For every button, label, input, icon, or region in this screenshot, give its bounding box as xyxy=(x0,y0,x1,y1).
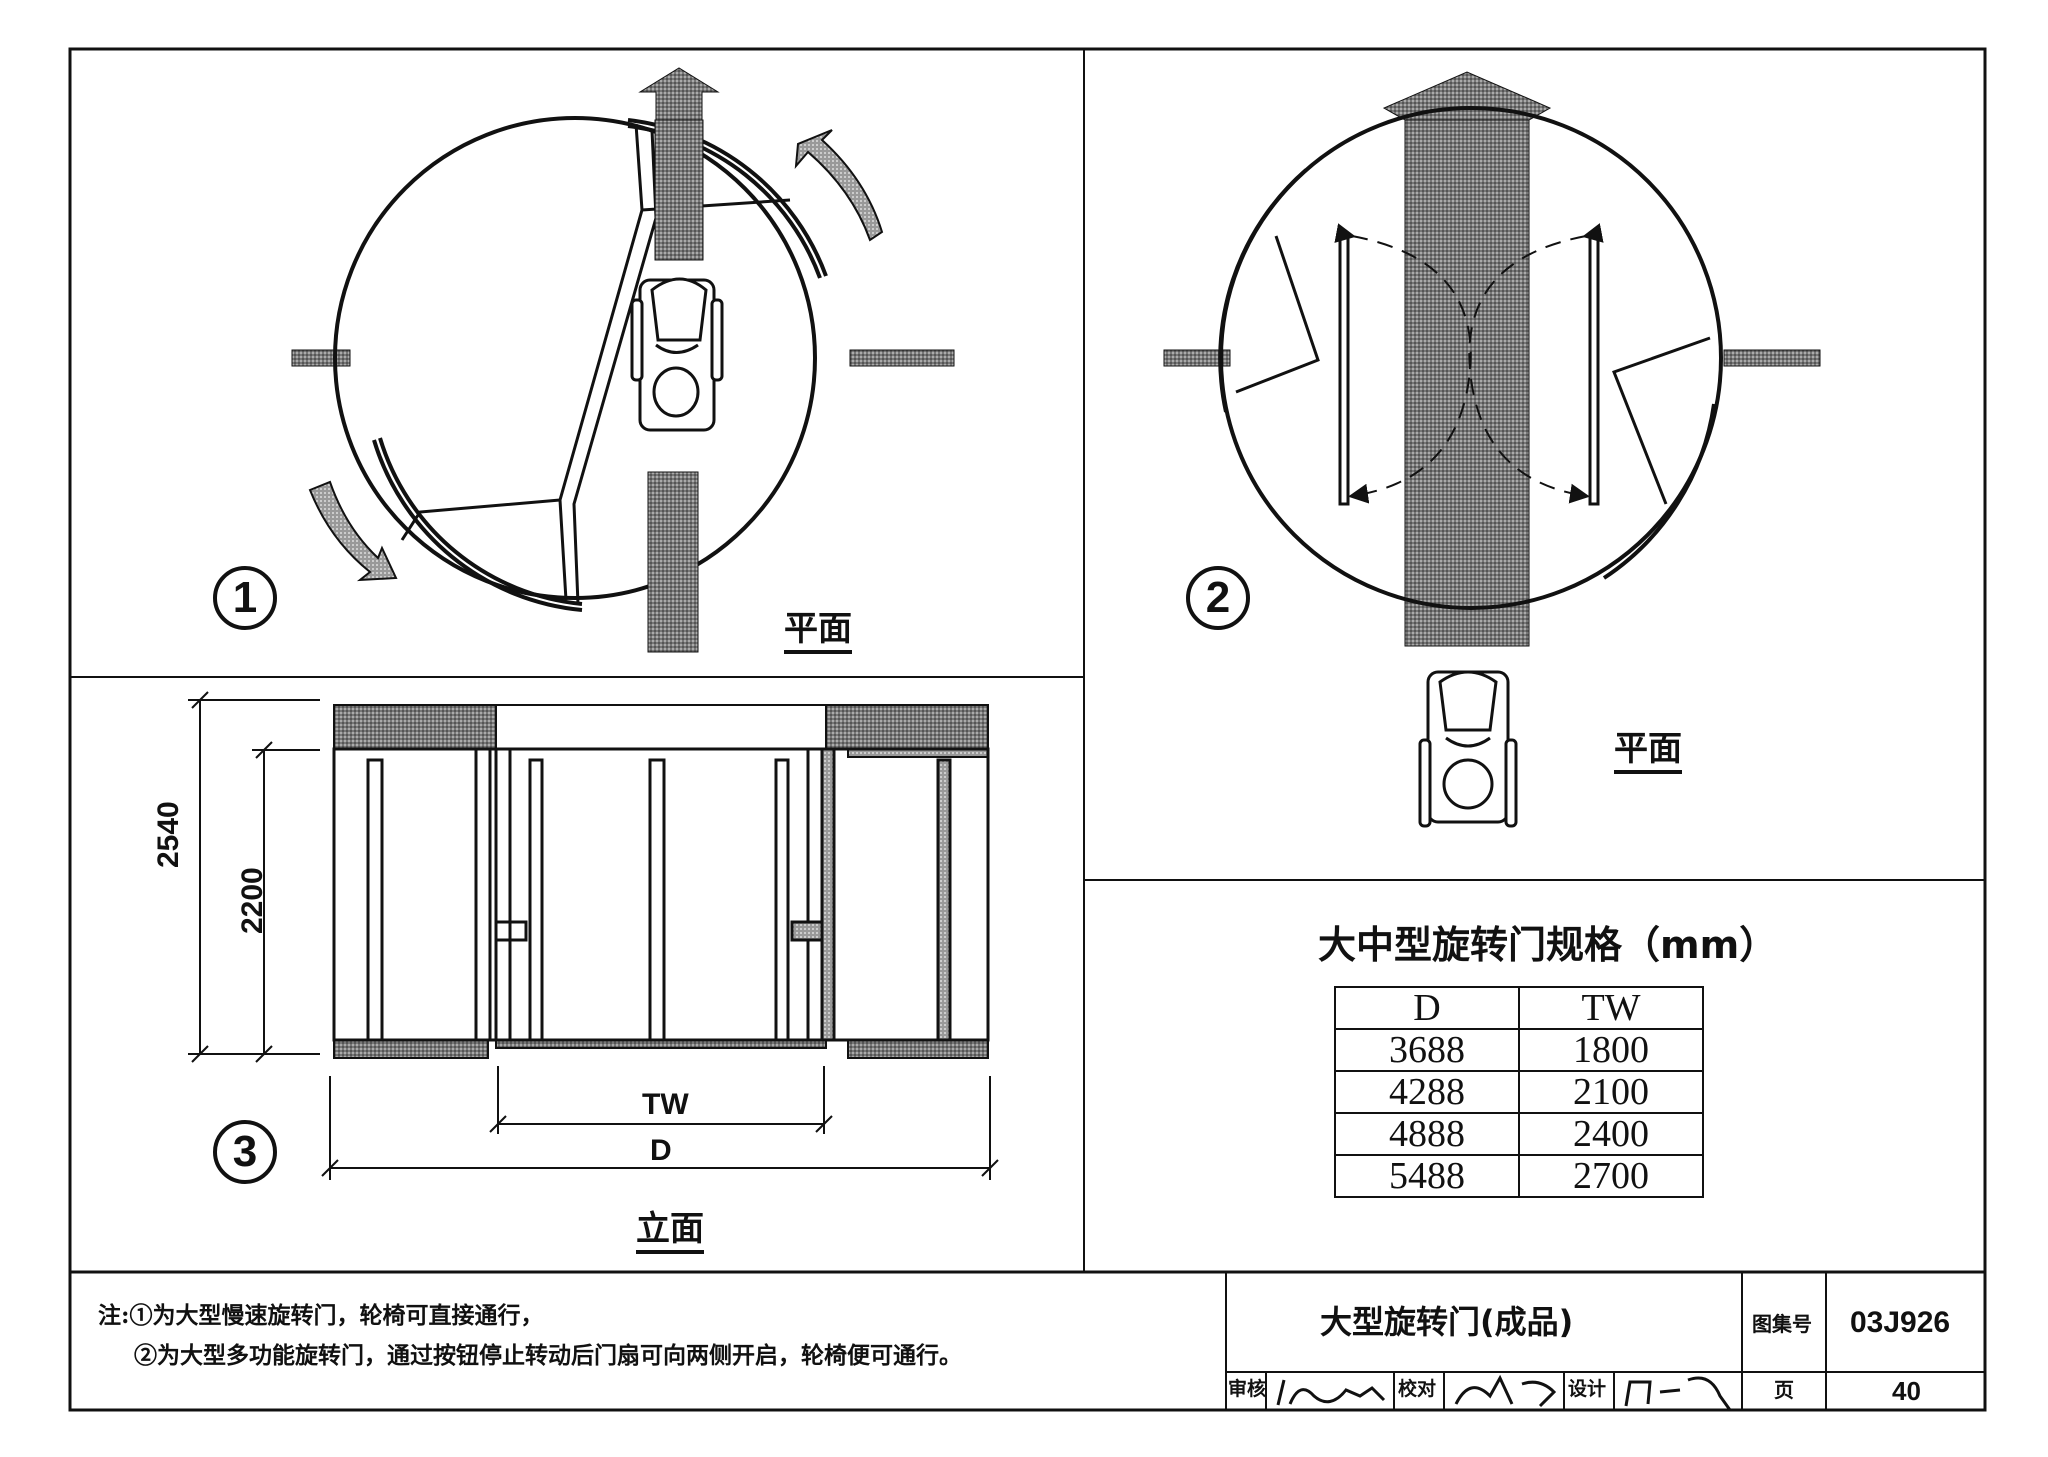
cell-tw: 1800 xyxy=(1518,1028,1704,1072)
signature-scribbles xyxy=(1276,1374,1732,1411)
swing-arcs xyxy=(1334,223,1604,504)
table-row: 5488 2700 xyxy=(1334,1154,1704,1198)
dimension-d: D xyxy=(650,1134,672,1167)
header-and-base xyxy=(333,704,989,1059)
dimension-2200: 2200 xyxy=(236,867,269,934)
cell-d: 4888 xyxy=(1334,1112,1520,1156)
plan-label-2: 平面 xyxy=(1614,732,1682,774)
door-wings xyxy=(400,123,791,605)
page-number: 40 xyxy=(1892,1376,1921,1406)
wheelchair-icon xyxy=(630,277,724,432)
passage-path xyxy=(638,67,720,653)
door-drum xyxy=(333,116,817,600)
table-row: 4888 2400 xyxy=(1334,1112,1704,1156)
header-d: D xyxy=(1334,986,1520,1030)
table-header-row: D TW xyxy=(1334,986,1704,1030)
cell-tw: 2700 xyxy=(1518,1154,1704,1198)
drawing-title: 大型旋转门(成品) xyxy=(1320,1303,1574,1341)
cell-d: 3688 xyxy=(1334,1028,1520,1072)
header-tw: TW xyxy=(1518,986,1704,1030)
plan-label-1: 平面 xyxy=(784,612,852,654)
door-wings xyxy=(1235,235,1711,505)
spec-table: D TW 3688 1800 4288 2100 4888 2400 5488 … xyxy=(1334,986,1704,1198)
walls xyxy=(291,349,955,367)
cell-d: 4288 xyxy=(1334,1070,1520,1114)
check-label: 校对 xyxy=(1398,1378,1437,1400)
page-label: 页 xyxy=(1774,1378,1794,1402)
walls xyxy=(1163,349,1821,367)
cell-tw: 2400 xyxy=(1518,1112,1704,1156)
note-line-1: 注:①为大型慢速旋转门，轮椅可直接通行， xyxy=(98,1302,544,1329)
rotation-arrows xyxy=(308,129,884,582)
review-label: 审核 xyxy=(1228,1378,1267,1400)
revolving-door-elevation xyxy=(188,691,999,1180)
dimension-2540: 2540 xyxy=(152,801,185,868)
wheelchair-icon xyxy=(1418,670,1518,828)
spec-table-title: 大中型旋转门规格（mm） xyxy=(1318,923,1778,967)
design-label: 设计 xyxy=(1568,1378,1607,1400)
central-passage xyxy=(1382,71,1552,647)
table-row: 3688 1800 xyxy=(1334,1028,1704,1072)
revolving-door-plan-1 xyxy=(291,67,955,653)
curved-panels xyxy=(372,118,828,612)
revolving-door-plan-2 xyxy=(1163,71,1821,828)
elevation-label: 立面 xyxy=(636,1212,704,1254)
diagram-marker-2: 2 xyxy=(1186,566,1250,630)
cell-d: 5488 xyxy=(1334,1154,1520,1198)
table-row: 4288 2100 xyxy=(1334,1070,1704,1114)
diagram-marker-3: 3 xyxy=(213,1120,277,1184)
dimension-lines xyxy=(188,691,999,1180)
curved-panels xyxy=(1218,168,1716,580)
note-line-2: ②为大型多功能旋转门，通过按钮停止转动后门扇可向两侧开启，轮椅便可通行。 xyxy=(134,1342,962,1369)
sheet-frame xyxy=(68,47,1987,1412)
dimension-tw: TW xyxy=(642,1088,689,1121)
title-block-lines xyxy=(1225,1272,1985,1410)
diagram-marker-1: 1 xyxy=(213,566,277,630)
door-frames xyxy=(332,747,990,1042)
atlas-label: 图集号 xyxy=(1752,1312,1812,1336)
atlas-number: 03J926 xyxy=(1850,1306,1951,1339)
cell-tw: 2100 xyxy=(1518,1070,1704,1114)
